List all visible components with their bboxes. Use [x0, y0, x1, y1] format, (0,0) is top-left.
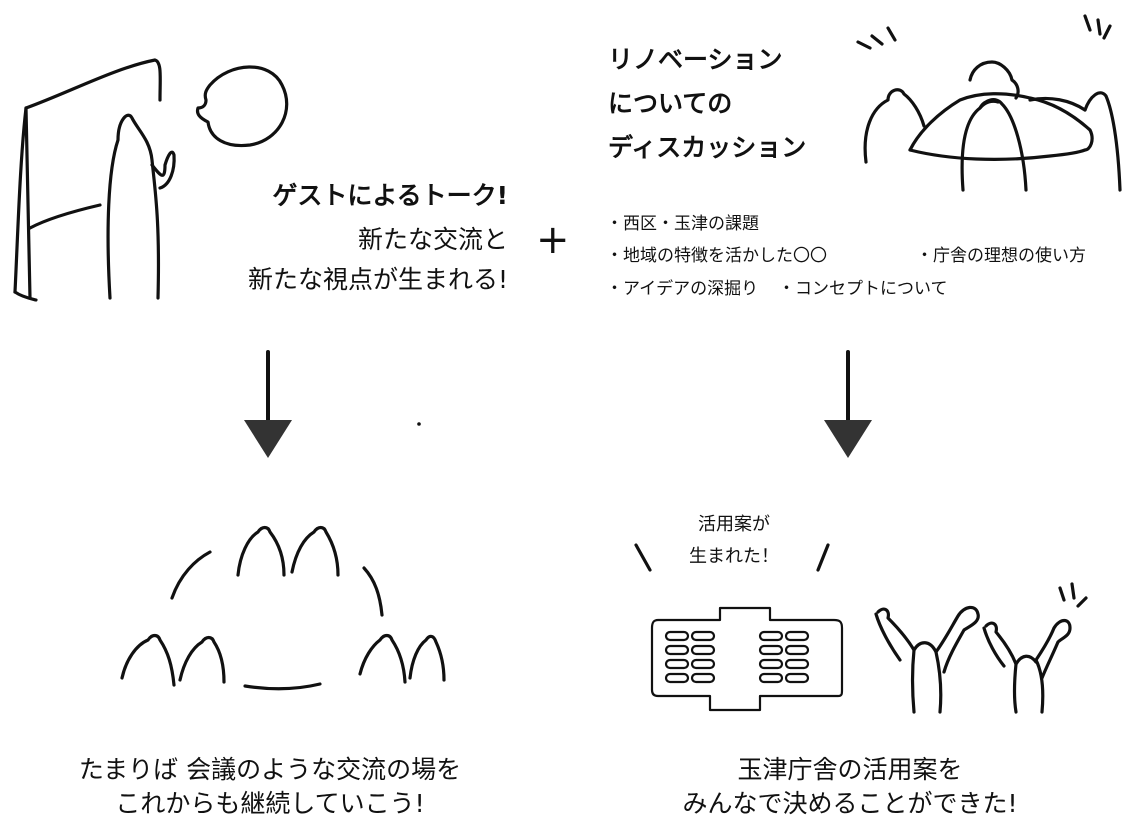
discussion-topic: ・西区・玉津の課題: [606, 214, 759, 234]
stray-dot: [417, 422, 421, 426]
speaker-figure-drawing: [106, 113, 176, 300]
presenter-board-drawing: [13, 58, 162, 302]
discussion-group-drawing: [863, 60, 1122, 192]
town-hall-building-drawing: [650, 606, 844, 712]
excitement-marks-left: [856, 26, 897, 50]
outcome-right-line1: 玉津庁舎の活用案を: [737, 755, 963, 784]
discussion-topic: ・アイデアの深掘り: [606, 279, 759, 299]
outcome-left-line2: これからも継続していこう!: [115, 789, 425, 818]
exclaim-marks-bubble: [634, 543, 830, 572]
discussion-title-line2: についての: [608, 89, 733, 118]
arrow-left: [244, 350, 292, 458]
discussion-title-line1: リノベーション: [608, 45, 783, 74]
excitement-marks-right: [1083, 14, 1112, 40]
speech-bubble-drawing: [195, 65, 289, 148]
outcome-left-line1: たまりば 会議のような交流の場を: [78, 755, 462, 784]
arrow-right: [824, 350, 872, 458]
discussion-topic: ・地域の特徴を活かした〇〇: [606, 246, 827, 266]
speech-bubble-line2: 生まれた！: [689, 546, 779, 567]
discussion-topic: ・コンセプトについて: [778, 279, 948, 299]
discussion-title-line3: ディスカッション: [608, 133, 807, 162]
guest-talk-title: ゲストによるトーク!: [272, 181, 508, 210]
guest-talk-line2: 新たな視点が生まれる!: [247, 265, 508, 294]
gathering-circle-drawing: [120, 525, 446, 691]
outcome-right-line2: みんなで決めることができた!: [682, 789, 1018, 818]
discussion-topic: ・庁舎の理想の使い方: [916, 246, 1086, 266]
plus-sign: +: [536, 217, 570, 263]
cheering-people-drawing: [874, 605, 1072, 714]
excitement-marks-cheer: [1058, 582, 1088, 608]
speech-bubble-line1: 活用案が: [698, 514, 770, 535]
guest-talk-line1: 新たな交流と: [357, 225, 508, 254]
